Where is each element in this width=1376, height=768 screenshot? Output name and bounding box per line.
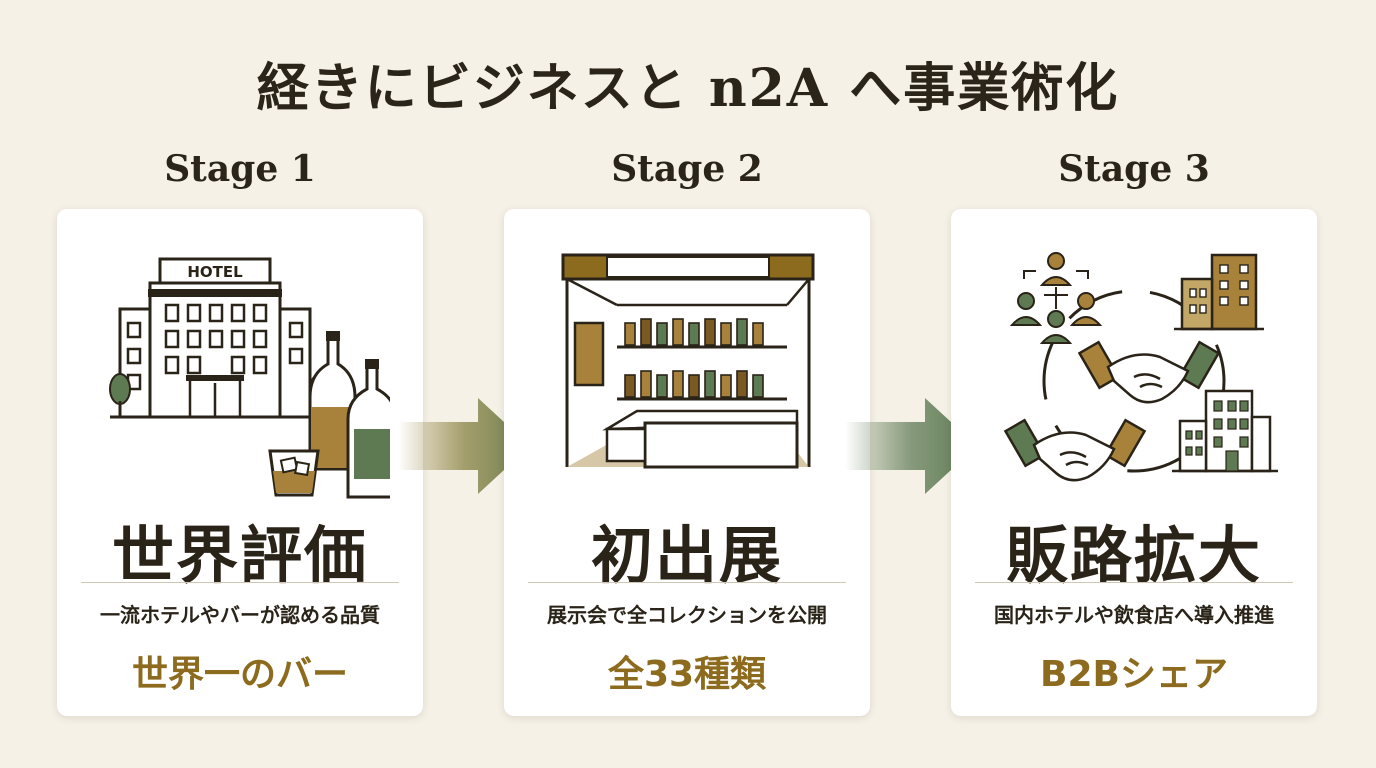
stage-1-description: 一流ホテルやバーが認める品質 [100,603,380,627]
network-handshake-icon [1003,252,1278,482]
stage-3-label: Stage 3 [1058,148,1210,190]
stage-1-divider [81,582,399,583]
stage-1-heading: 世界評価 [111,519,368,592]
stage-2-description: 展示会で全コレクションを公開 [547,603,827,627]
stage-2-highlight: 全33種類 [607,654,767,695]
stage-3-heading: 販路拡大 [1005,519,1262,592]
stage-1-label: Stage 1 [164,148,316,190]
hotel-and-whisky-icon: HOTEL [109,257,390,499]
arrow-right-icon [845,398,977,494]
stage-3-highlight: B2Bシェア [1040,654,1228,695]
stage-2-card: 初出展 展示会で全コレクションを公開 全33種類 [504,209,870,716]
stage-1-card: HOTEL 世界評価 [57,209,423,716]
stage-2-heading: 初出展 [590,519,783,592]
stage-3-divider [975,582,1293,583]
page-title: 経きにビジネスと n2A へ事業術化 [256,58,1120,119]
stage-2-label: Stage 2 [611,148,763,190]
exhibition-booth-icon [561,253,815,469]
svg-text:HOTEL: HOTEL [187,263,243,281]
stage-1-highlight: 世界一のバー [131,654,348,695]
stage-3-description: 国内ホテルや飲食店へ導入推進 [994,603,1274,627]
stage-2-divider [528,582,846,583]
stage-3-card: 販路拡大 国内ホテルや飲食店へ導入推進 B2Bシェア [951,209,1317,716]
arrow-right-icon [398,398,530,494]
